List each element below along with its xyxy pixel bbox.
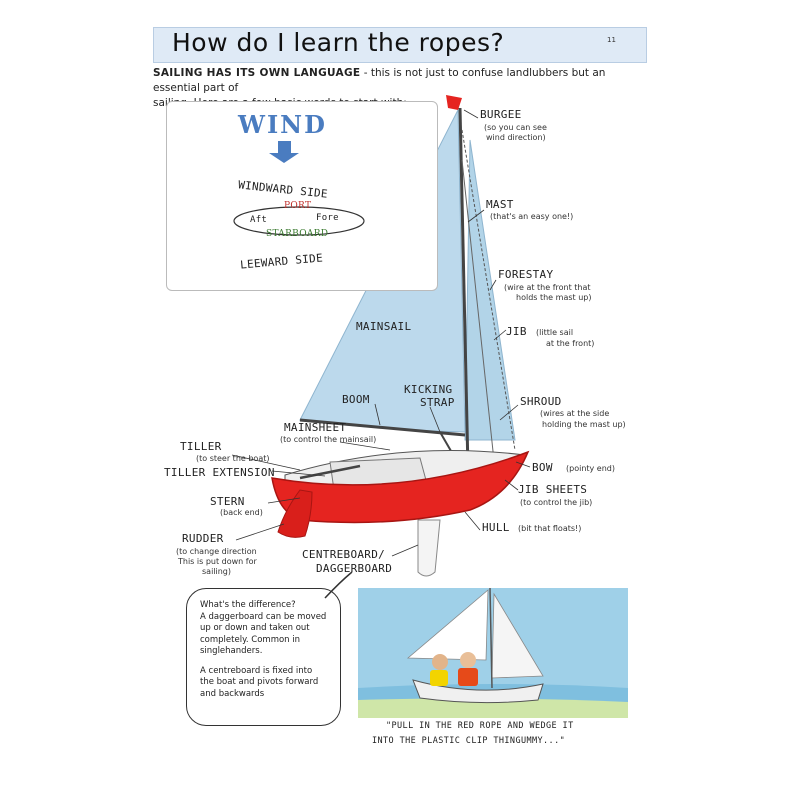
burgee-flag (446, 95, 462, 110)
wind-diagram-art (233, 141, 365, 236)
tiller-extension-label: TILLER EXTENSION (164, 466, 275, 479)
jib-desc-2: at the front) (546, 339, 595, 348)
stern-desc: (back end) (220, 508, 263, 517)
tiller-label: TILLER (180, 440, 222, 453)
wind-diagram (166, 101, 438, 291)
note-line-7: the boat and pivots forward (200, 677, 319, 687)
note-line-5: singlehanders. (200, 646, 263, 656)
note-line-3: up or down and taken out (200, 623, 310, 633)
rudder-desc-1: (to change direction (176, 547, 257, 556)
dinghy-jib (491, 592, 544, 679)
note-line-6: A centreboard is fixed into (200, 665, 313, 676)
shroud-desc-2: holding the mast up) (542, 420, 626, 429)
boom-label: BOOM (342, 393, 370, 406)
intro-line1: - this is not just to confuse landlubber… (153, 67, 606, 94)
jib-label: JIB (506, 325, 527, 338)
jib-desc-1: (little sail (536, 328, 574, 337)
centreboard-label: CENTREBOARD/ (302, 548, 386, 561)
page-title: How do I learn the ropes? (172, 28, 505, 57)
page-number: 11 (607, 36, 616, 44)
forestay-desc-2: holds the mast up) (516, 293, 592, 302)
rudder-desc-3: sailing) (202, 567, 232, 576)
mainsail-label: MAINSAIL (356, 320, 412, 333)
mast-label: MAST (486, 198, 514, 211)
mainsheet-desc: (to control the mainsail) (280, 435, 377, 444)
daggerboard-label: DAGGERBOARD (316, 562, 393, 575)
mast-desc: (that's an easy one!) (490, 212, 574, 221)
hull-desc: (bit that floats!) (518, 524, 582, 533)
aft-label: Aft (250, 215, 268, 225)
mainsheet-label: MAINSHEET (284, 421, 347, 434)
burgee-label: BURGEE (480, 108, 522, 121)
burgee-desc-1: (so you can see (484, 123, 547, 132)
bow-label: BOW (532, 461, 553, 474)
port-label: PORT (284, 201, 312, 211)
fore-label: Fore (316, 213, 339, 223)
note-line-4: completely. Common in (200, 634, 301, 645)
starboard-label: STARBOARD (266, 229, 329, 239)
forestay-label: FORESTAY (498, 268, 554, 281)
dinghy-hull (412, 679, 544, 704)
caption-line-1: "PULL IN THE RED ROPE AND WEDGE IT (386, 721, 574, 731)
boat-outline (233, 206, 365, 236)
note-text: What's the difference? A daggerboard can… (200, 600, 326, 700)
burgee-desc-2: wind direction) (486, 133, 546, 142)
note-line-2: A daggerboard can be moved (200, 611, 327, 622)
forestay-desc-1: (wire at the front that (504, 283, 591, 292)
rudder-label: RUDDER (182, 532, 224, 545)
rudder-shape (277, 489, 313, 538)
boom-line (299, 418, 466, 437)
caption-line-2: INTO THE PLASTIC CLIP THINGUMMY..." (372, 736, 566, 746)
bow-desc: (pointy end) (566, 464, 615, 473)
shroud-label: SHROUD (520, 395, 562, 408)
child-1 (432, 654, 448, 670)
stern-label: STERN (210, 495, 245, 508)
dinghy-scene-illustration (358, 588, 628, 718)
shroud-desc-1: (wires at the side (540, 409, 610, 418)
wind-arrow-icon (269, 141, 299, 163)
child-2 (460, 652, 476, 668)
jib-sheets-desc: (to control the jib) (520, 498, 593, 507)
tiller-desc: (to steer the boat) (196, 454, 270, 463)
mast-line (458, 107, 470, 471)
note-pointer (324, 571, 353, 599)
note-line-1: What's the difference? (200, 600, 296, 610)
intro-text: SAILING HAS ITS OWN LANGUAGE - this is n… (153, 66, 648, 111)
kicking-label: KICKING (404, 383, 453, 396)
rudder-desc-2: This is put down for (178, 557, 257, 566)
intro-lead: SAILING HAS ITS OWN LANGUAGE (153, 67, 361, 79)
centreboard-shape (417, 519, 441, 577)
title-banner (153, 27, 647, 63)
jib-sheets-label: JIB SHEETS (518, 483, 588, 496)
scene-caption: "PULL IN THE RED ROPE AND WEDGE IT INTO … (372, 719, 634, 749)
difference-note (186, 588, 341, 726)
hull-label: HULL (482, 521, 510, 534)
note-line-8: and backwards (200, 688, 265, 699)
strap-label: STRAP (420, 396, 455, 409)
wind-label: WIND (238, 110, 327, 139)
